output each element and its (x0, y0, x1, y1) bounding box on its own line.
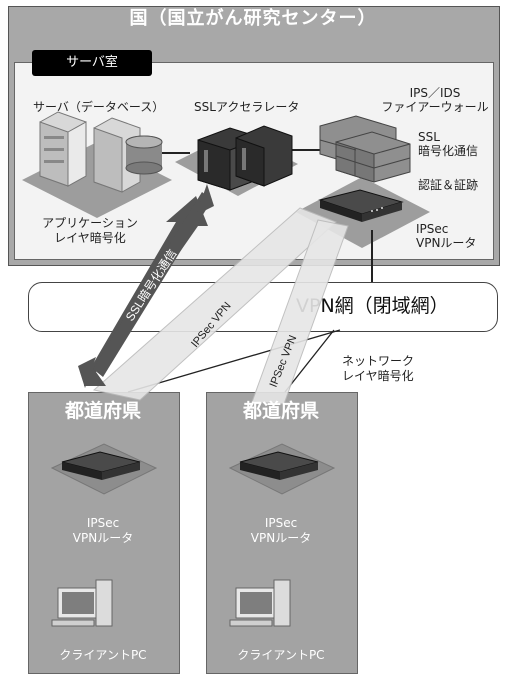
ssl-accelerator-label: SSLアクセラレータ (194, 100, 300, 114)
prefecture-panel-1 (28, 392, 180, 674)
net-enc-label-line2: レイヤ暗号化 (342, 369, 414, 383)
ipsec-router-label-line1: IPSec (416, 222, 449, 236)
ssl-arrow-shaft (78, 184, 214, 388)
app-enc-label-line2: レイヤ暗号化 (54, 231, 126, 245)
firewall-icon (319, 115, 411, 183)
firewall-label: ファイアーウォール (381, 100, 489, 114)
vpn-network-label: VPN網（閉域網） (296, 295, 449, 317)
database-server-icon (39, 111, 163, 193)
server-label: サーバ（データベース） (33, 100, 165, 114)
ipsec-router-label-line2: VPNルータ (416, 236, 477, 250)
client-pc-icon (51, 579, 113, 627)
ssl-arrow-label: SSL暗号化通信 (122, 246, 180, 324)
client-pc-icon (229, 579, 291, 627)
prefecture-2-router-line1: IPSec (264, 516, 298, 530)
prefecture-1-router-line2: VPNルータ (72, 531, 134, 545)
ssl-accelerator-icon (197, 125, 293, 191)
vpn-router-icon (61, 451, 141, 480)
auth-trail-label: 認証＆証跡 (418, 178, 479, 192)
prefecture-title-1: 都道府県 (64, 400, 141, 422)
ips-ids-label: IPS／IDS (409, 86, 461, 100)
net-enc-label-line1: ネットワーク (342, 354, 415, 368)
vpn-router-icon (318, 189, 404, 222)
prefecture-2-client-label: クライアントPC (237, 648, 325, 662)
national-center-title: 国（国立がん研究センター） (129, 8, 377, 29)
prefecture-1-router-line1: IPSec (86, 516, 120, 530)
prefecture-2-router-line2: VPNルータ (250, 531, 312, 545)
ssl-enc-label-line1: SSL (418, 130, 440, 144)
prefecture-1-client-label: クライアントPC (59, 648, 147, 662)
pref2-vpn-link (284, 329, 335, 393)
prefecture-title-2: 都道府県 (242, 400, 319, 422)
prefecture-panel-2 (206, 392, 358, 674)
ipsec-tunnel-2 (251, 219, 349, 405)
ssl-enc-label-line2: 暗号化通信 (418, 144, 479, 158)
ipsec-tunnel-1 (92, 207, 337, 401)
server-room-tab: サーバ室 (32, 50, 152, 76)
vpn-router-icon (239, 451, 319, 480)
app-enc-label-line1: アプリケーション (42, 216, 138, 230)
